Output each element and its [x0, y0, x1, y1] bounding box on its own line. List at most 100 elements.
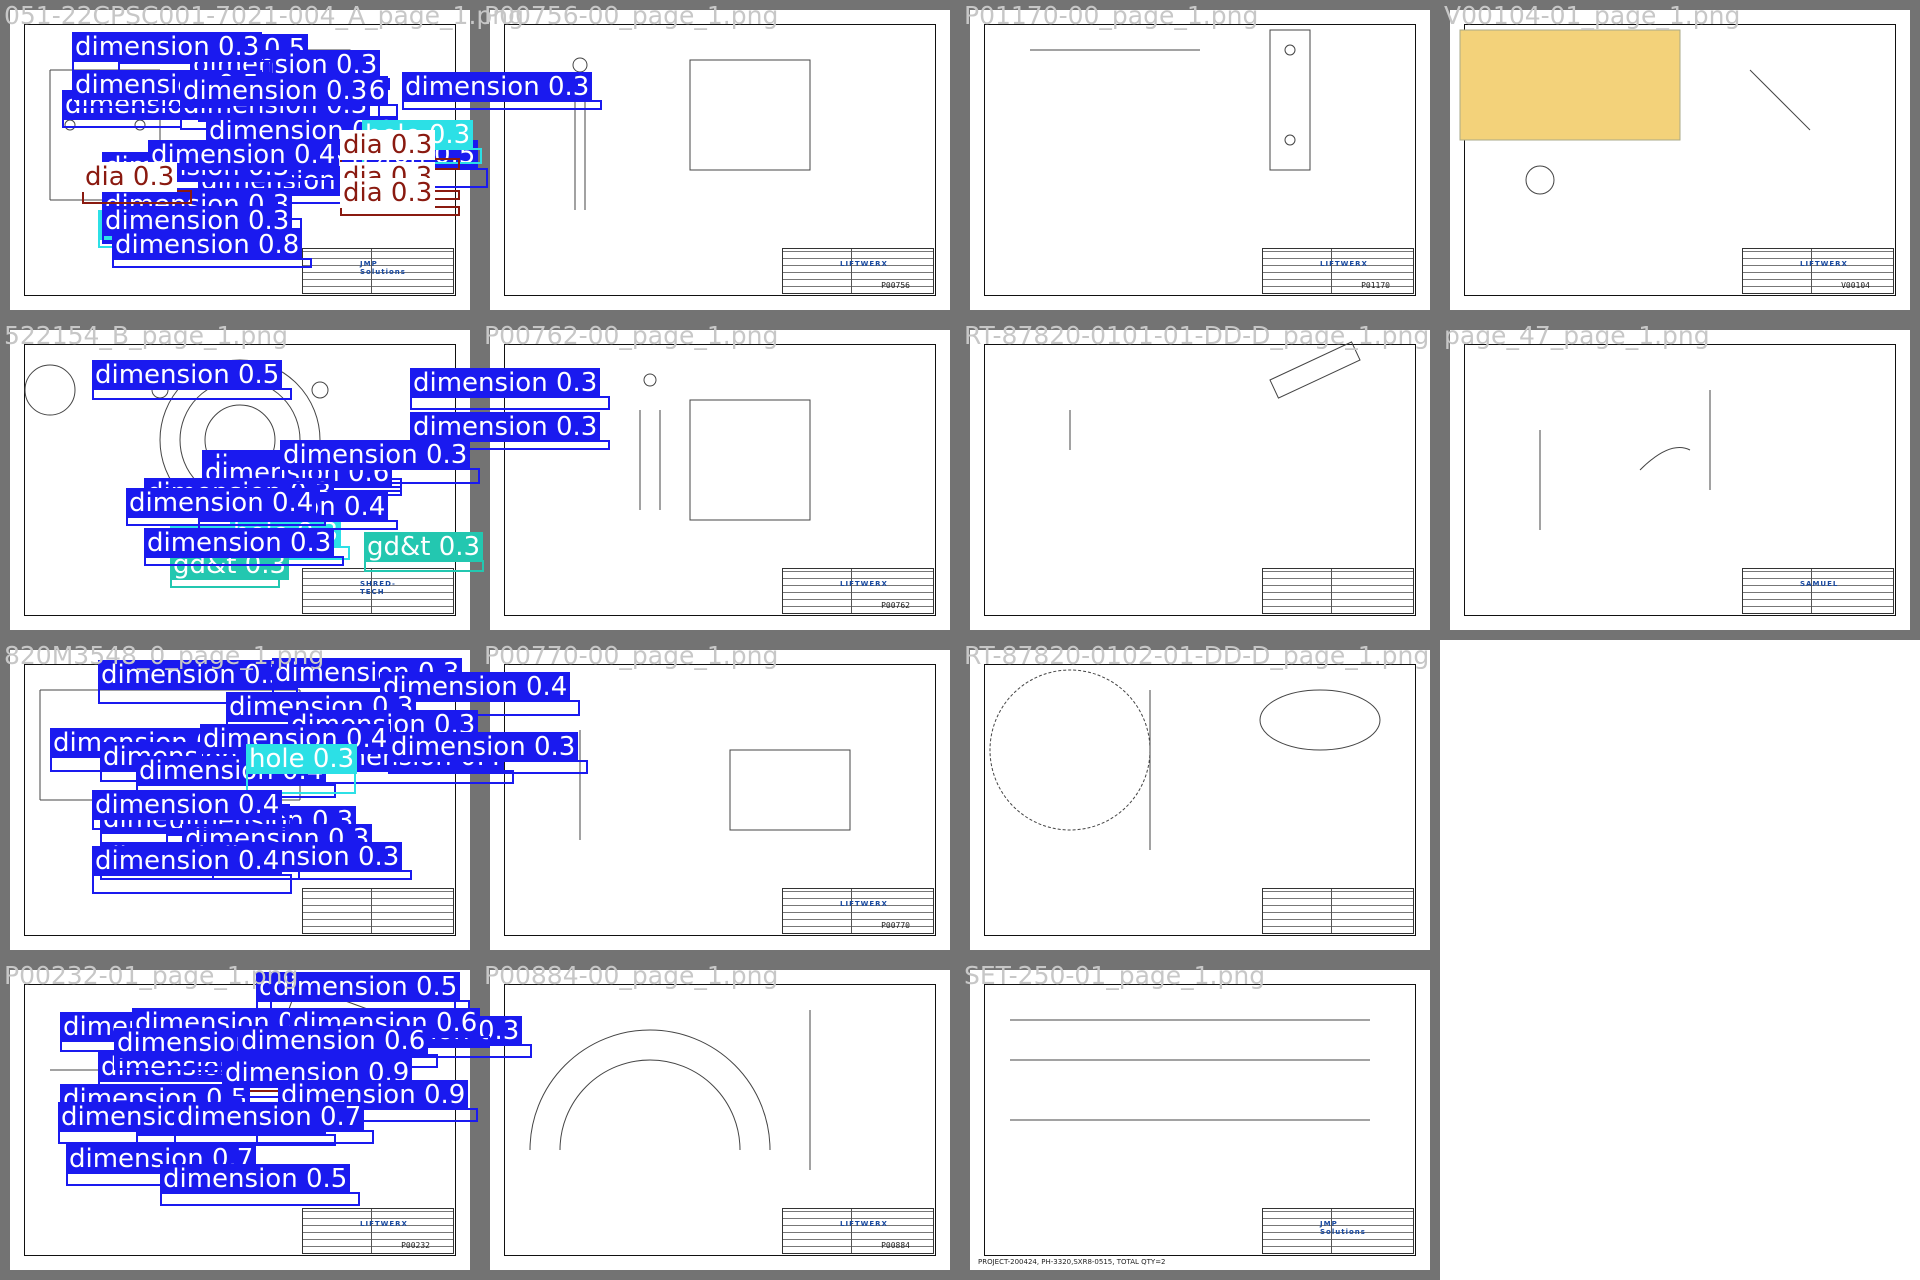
detection-box-dimension[interactable]: dimension 0.4 — [92, 846, 292, 894]
part-number: V00104 — [1841, 281, 1870, 290]
title-block — [302, 1208, 454, 1254]
drawing-sketch — [1069, 341, 1361, 450]
detection-box-dimension[interactable]: dimension 0.5 — [92, 360, 292, 400]
detection-label: dimension 0.3 — [180, 76, 371, 106]
detection-label: dimension 0.3 — [410, 368, 601, 398]
drawing-sketch — [639, 373, 811, 521]
detection-box-dia[interactable]: dia 0.3 — [340, 178, 460, 216]
detection-box-dimension[interactable]: dimension 0.3 — [72, 32, 272, 74]
company-logo: JMP Solutions — [1320, 1220, 1366, 1236]
detection-label: dia 0.3 — [340, 130, 436, 160]
detection-label: dimension 0.5 — [270, 972, 461, 1002]
title-block — [1262, 248, 1414, 294]
drawing-sketch — [529, 1010, 811, 1170]
detection-label: dimension 0.8 — [112, 230, 303, 260]
title-block — [1262, 1208, 1414, 1254]
detection-label: dimension 0.3 — [402, 72, 593, 102]
detection-box-dimension[interactable]: dimension 0.3 — [280, 440, 480, 484]
detection-label: dimension 0.3 — [72, 32, 263, 62]
detection-box-dia[interactable]: dia 0.3 — [82, 162, 192, 204]
detection-label: dimension 0.4 — [126, 488, 317, 518]
detection-label: dimension 0.3 — [280, 440, 471, 470]
detection-label: dimension 0.3 — [144, 528, 335, 558]
detection-box-gdt[interactable]: gd&t 0.3 — [364, 532, 484, 572]
part-number: P00756 — [881, 281, 910, 290]
title-block — [782, 1208, 934, 1254]
part-number: P01170 — [1361, 281, 1390, 290]
title-block — [1262, 888, 1414, 934]
detection-label: dimension 0.7 — [174, 1102, 365, 1132]
title-block — [1262, 568, 1414, 614]
sheet-border — [504, 984, 936, 1256]
detection-box-dimension[interactable]: dimension 0.5 — [160, 1164, 360, 1206]
detection-box-dimension[interactable]: dimension 0.3 — [410, 412, 610, 450]
title-block — [302, 248, 454, 294]
sheet-border — [984, 984, 1416, 1256]
drawing-sketch — [1539, 390, 1711, 530]
detection-label: dia 0.3 — [340, 178, 436, 208]
detection-label: dimension 0.3 — [98, 660, 289, 690]
drawing-tile[interactable]: RT-87820-0101-01-DD-D_page_1.png — [960, 320, 1440, 640]
drawing-sketch — [989, 669, 1381, 850]
part-number: P00762 — [881, 601, 910, 610]
detection-box-dimension[interactable]: dimension 0.4 — [92, 790, 292, 830]
detection-label: dimension 0.4 — [92, 846, 283, 876]
detection-box-dimension[interactable]: dimension 0.4 — [126, 488, 326, 526]
detection-box-gdt[interactable]: gd&t 0.3 — [170, 550, 290, 588]
detection-box-dimension[interactable]: dimension 0.3 — [98, 660, 298, 704]
drawing-sketch — [572, 57, 811, 210]
detection-box-dimension[interactable]: dimension 0.4 — [148, 140, 368, 180]
company-logo: JMP Solutions — [360, 260, 406, 276]
drawing-sheet: LIFTWERX P00884 — [490, 970, 950, 1270]
sheet-border — [1464, 344, 1896, 616]
drawing-sheet — [970, 330, 1430, 630]
detection-box-dimension[interactable]: dimension 0.7 — [174, 1102, 374, 1144]
company-logo: LIFTWERX — [1320, 260, 1368, 268]
detection-box-dimension[interactable]: dimension 0.3 — [62, 90, 253, 128]
detection-label: dimension 0.5 — [160, 1164, 351, 1194]
detection-box-dimension[interactable]: dimension 0.3 — [410, 368, 610, 410]
drawing-tile[interactable]: RT-87820-0102-01-DD-D_page_1.png — [960, 640, 1440, 960]
company-logo: SHRED-TECH — [360, 580, 396, 596]
detection-box-dia[interactable]: dia 0.3 — [340, 130, 460, 170]
company-logo: LIFTWERX — [360, 1220, 408, 1228]
company-logo: LIFTWERX — [840, 260, 888, 268]
detection-box-dimension[interactable]: dimension 0.3 — [388, 732, 588, 774]
detection-box-dimension[interactable]: dimension 0.3 — [180, 76, 380, 120]
detection-box-hole[interactable]: hole 0.3 — [246, 744, 358, 794]
company-logo: LIFTWERX — [1800, 260, 1848, 268]
detection-label: dimension 0.4 — [92, 790, 283, 820]
sheet-border — [984, 664, 1416, 936]
detection-label: dimension 0.4 — [148, 140, 339, 170]
company-logo: LIFTWERX — [840, 1220, 888, 1228]
detection-box-dimension[interactable]: dimension 0.3 — [402, 72, 602, 110]
detection-box-dimension[interactable]: dimension 0.3 — [144, 528, 344, 566]
detection-label: gd&t 0.3 — [364, 532, 484, 562]
detection-label: dimension 0.6 — [238, 1026, 429, 1056]
drawing-sketch — [1459, 29, 1811, 195]
drawing-sketch — [1030, 29, 1311, 171]
company-logo: SAMUEL — [1800, 580, 1839, 588]
drawing-sketch — [1010, 1019, 1370, 1121]
sheet-border — [504, 664, 936, 936]
sheet-border — [504, 24, 936, 296]
title-block — [782, 888, 934, 934]
title-block — [782, 248, 934, 294]
detection-label: dimension 0.5 — [92, 360, 283, 390]
sheet-border — [1464, 24, 1896, 296]
part-number: P00884 — [881, 1241, 910, 1250]
detection-box-dimension[interactable]: dimension 0.6 — [238, 1026, 438, 1068]
drawing-sheet: LIFTWERX P00756 — [490, 10, 950, 310]
drawing-sheet — [970, 650, 1430, 950]
detection-box-dimension[interactable]: dimension 0.8 — [112, 230, 312, 268]
detection-label: dimension 0.3 — [410, 412, 601, 442]
company-logo: LIFTWERX — [840, 580, 888, 588]
